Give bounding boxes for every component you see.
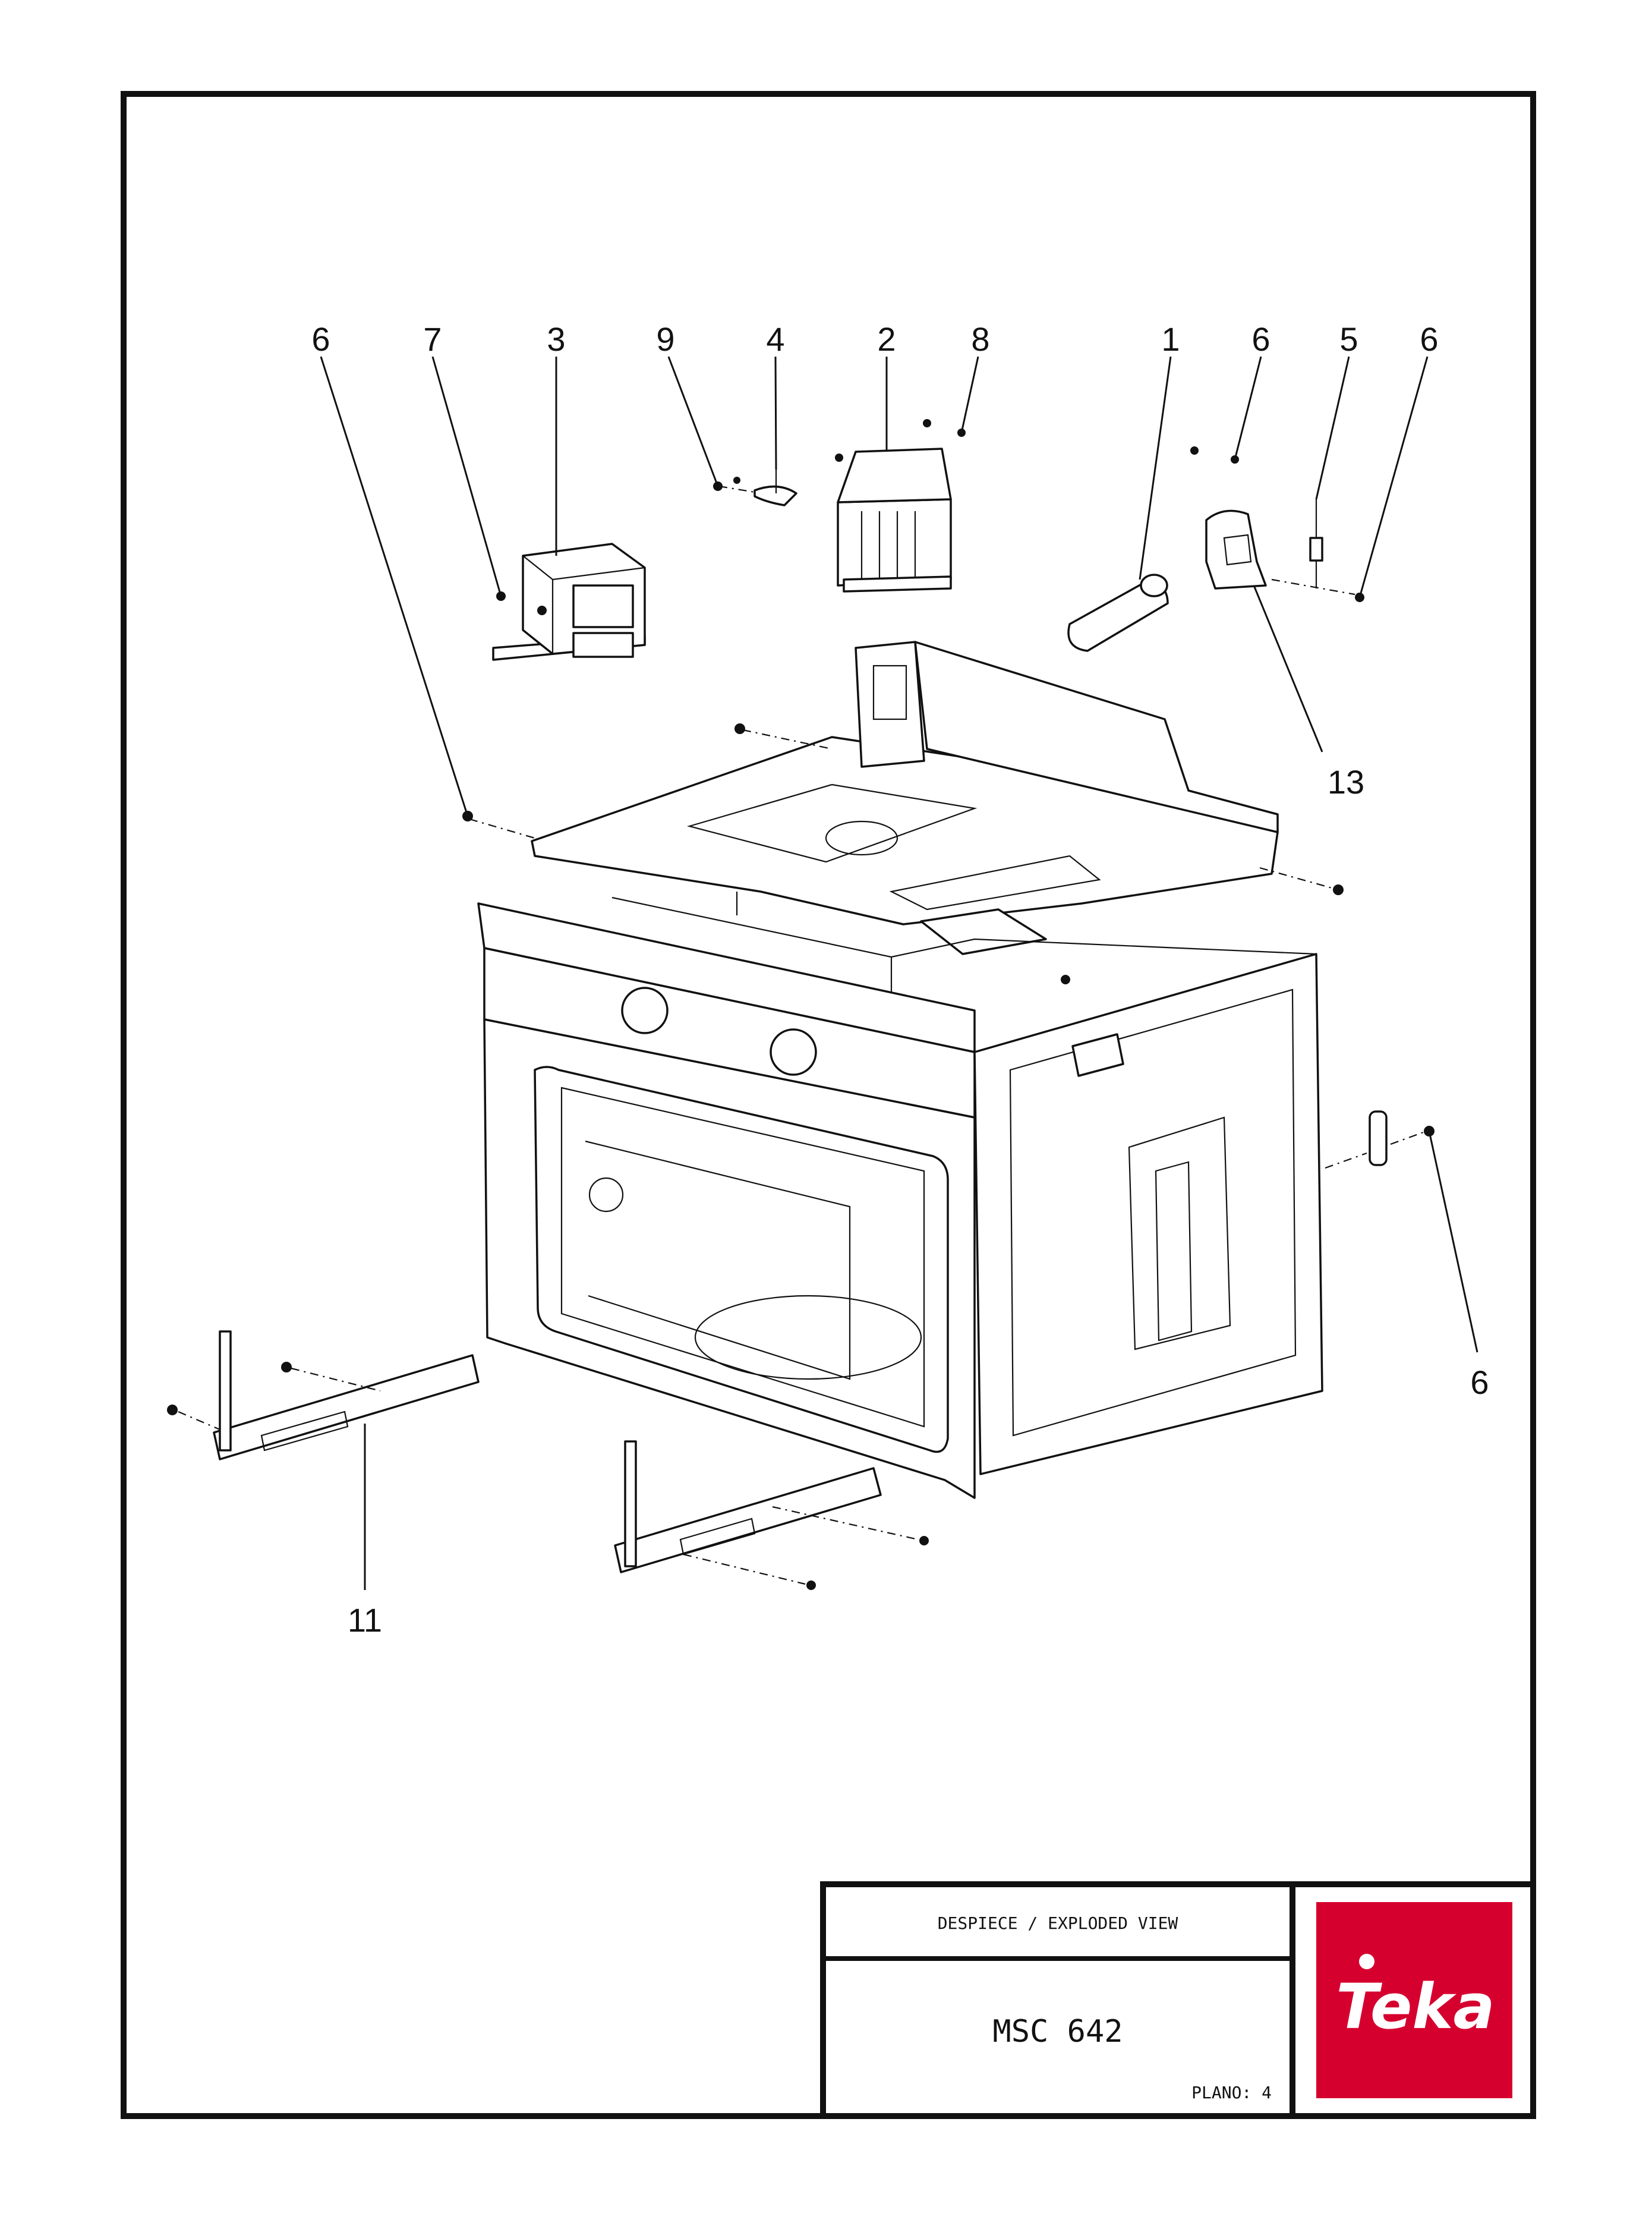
- thermostat-part: [713, 470, 797, 506]
- callout-11: 11: [348, 1601, 382, 1639]
- title-block: DESPIECE / EXPLODED VIEW MSC 642 PLANO: …: [820, 1881, 1536, 2119]
- oven-body-part: [477, 892, 1435, 1499]
- callout-1: 1: [1161, 320, 1180, 358]
- exploded-parts: [167, 419, 1435, 1590]
- title-block-heading: DESPIECE / EXPLODED VIEW: [938, 1913, 1178, 1933]
- callout-5: 5: [1339, 320, 1358, 358]
- callout-9: 9: [656, 320, 674, 358]
- teka-logo-dot: [1359, 1954, 1374, 1969]
- teka-logo: [1316, 1902, 1512, 2098]
- top-plate-part: [462, 641, 1344, 984]
- model-name: MSC 642: [992, 2014, 1123, 2049]
- callout-4: 4: [766, 320, 784, 358]
- callout-3: 3: [547, 320, 565, 358]
- callout-numbers: 6 7 3 9 4 2 8 1 6 5 6 13 6 11: [311, 320, 1489, 1639]
- callout-13: 13: [1328, 763, 1364, 801]
- callout-6d: 6: [1470, 1364, 1489, 1401]
- callout-7: 7: [423, 320, 442, 358]
- callout-8: 8: [971, 320, 989, 358]
- fuse-holder-part: [1190, 446, 1364, 602]
- callout-6b: 6: [1251, 320, 1270, 358]
- callout-6c: 6: [1420, 320, 1438, 358]
- teka-logo-text: Teka: [1336, 1970, 1495, 2043]
- capacitor-part: [1067, 574, 1169, 652]
- right-rail-part: [614, 1440, 929, 1590]
- left-rail-part: [167, 1330, 480, 1460]
- transformer-part: [492, 543, 646, 661]
- callout-2: 2: [877, 320, 896, 358]
- magnetron-part: [835, 419, 966, 593]
- callout-6a: 6: [311, 320, 330, 358]
- leader-lines: [320, 356, 1478, 1590]
- sheet-number: PLANO: 4: [1191, 2083, 1272, 2102]
